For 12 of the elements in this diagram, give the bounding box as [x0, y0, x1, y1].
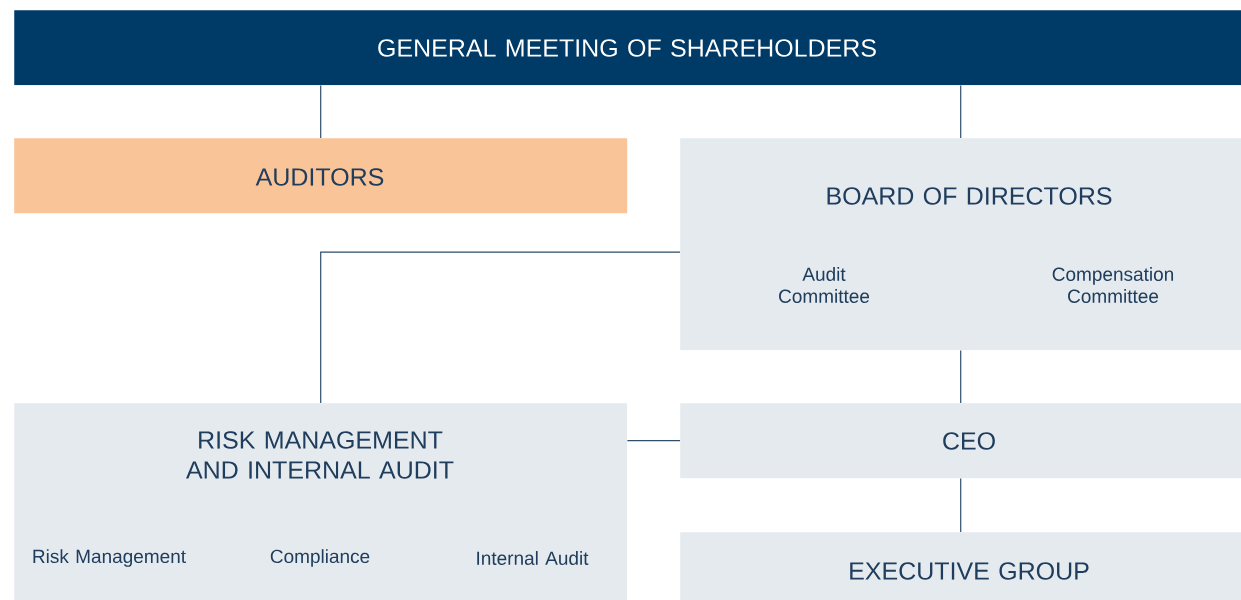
org-box: RISK MANAGEMENT AND INTERNAL AUDIT Risk Management Compliance Internal Audit: [14, 403, 628, 600]
connector-line: [320, 251, 681, 404]
org-box: CEO: [680, 403, 1241, 479]
org-box: EXECUTIVE GROUP: [680, 532, 1241, 600]
connector-line: [960, 477, 962, 533]
org-box: BOARD OF DIRECTORS Audit Committee Compensation Committee: [680, 138, 1241, 351]
connector-line: [626, 440, 681, 442]
connector-line: [320, 84, 322, 139]
org-box: AUDITORS: [14, 138, 628, 214]
title-band: GENERAL MEETING OF SHAREHOLDERS: [14, 10, 1241, 86]
connector-line: [960, 84, 962, 139]
connector-line: [960, 349, 962, 404]
